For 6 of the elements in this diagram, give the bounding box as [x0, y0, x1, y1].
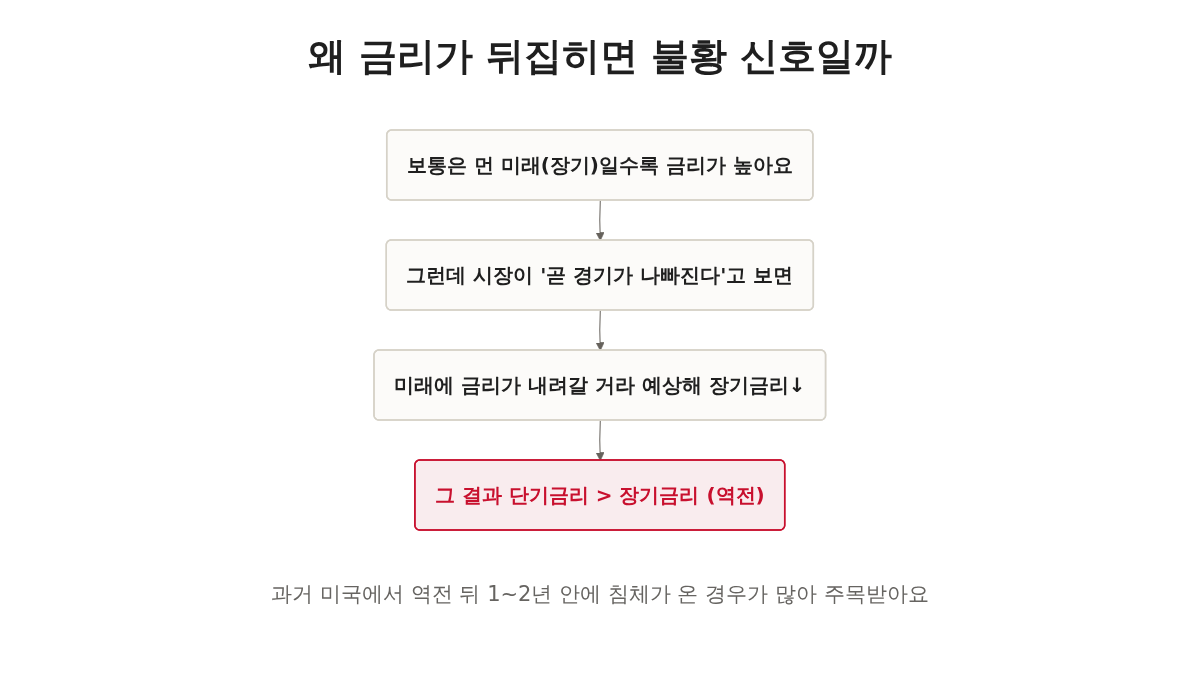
caption-text: 과거 미국에서 역전 뒤 1~2년 안에 침체가 온 경우가 많아 주목받아요	[271, 580, 929, 608]
diagram-title: 왜 금리가 뒤집히면 불황 신호일까	[307, 34, 893, 80]
arrow	[595, 309, 605, 351]
flowchart: 보통은 먼 미래(장기)일수록 금리가 높아요 그런데 시장이 '곧 경기가 나빠진다'고 보면 미래에 금리가 내려갈 거라 예상해 장기금리↓ 그 결과 단기금리 > 장기금리 (역전)	[366, 121, 834, 538]
arrow	[595, 419, 605, 461]
arrow	[595, 199, 605, 241]
